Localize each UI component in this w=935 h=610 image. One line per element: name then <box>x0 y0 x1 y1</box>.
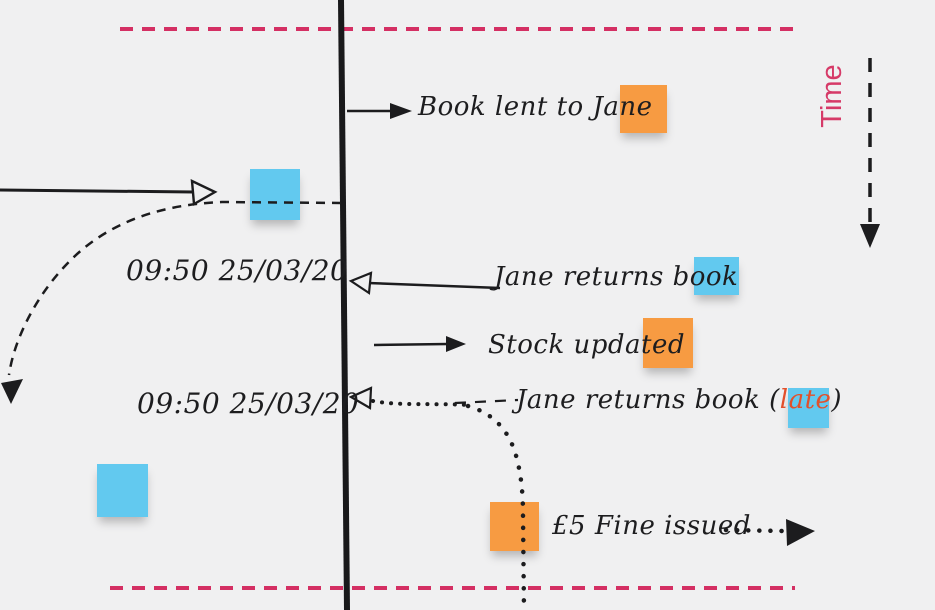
label-stock-updated[interactable]: Stock updated <box>488 330 686 360</box>
arrowhead-icon <box>446 336 466 352</box>
dashed-return-curve[interactable] <box>1 200 342 404</box>
arrow-late-return[interactable] <box>348 386 519 410</box>
lifeline[interactable] <box>338 0 350 610</box>
arrow-stock-updated[interactable] <box>373 336 466 352</box>
arrow-request-return[interactable] <box>0 179 218 206</box>
dotted-fine-curve[interactable] <box>465 403 527 610</box>
sticky-note-late-return[interactable] <box>788 388 829 428</box>
label-book-lent[interactable]: Book lent to Jane <box>418 92 653 122</box>
label-fine-issued[interactable]: £5 Fine issued <box>552 511 751 541</box>
time-axis-arrow[interactable] <box>860 58 880 248</box>
time-arrowhead-icon <box>860 224 880 248</box>
open-arrowhead-icon <box>190 179 218 206</box>
late-word: late <box>779 385 832 415</box>
arrow-jane-returns[interactable] <box>348 271 501 295</box>
arrowhead-icon <box>1 379 23 404</box>
sticky-note-book-lent[interactable] <box>620 85 667 133</box>
time-axis-label[interactable]: Time <box>816 64 848 128</box>
late-paren-open: ( <box>769 385 780 415</box>
timestamp-late-return[interactable]: 09:50 25/03/20 <box>137 387 360 420</box>
sticky-note-stock-updated[interactable] <box>643 318 693 368</box>
sticky-note-request-return[interactable] <box>250 169 300 220</box>
sticky-note-bottom-left[interactable] <box>97 464 148 517</box>
timestamp-return[interactable]: 09:50 25/03/20 <box>126 254 349 287</box>
sticky-note-fine-issued[interactable] <box>490 502 539 551</box>
sticky-note-jane-returns[interactable] <box>694 257 739 295</box>
arrow-fine-issued[interactable] <box>723 519 815 546</box>
arrowhead-icon <box>786 519 815 546</box>
label-jane-returns[interactable]: Jane returns book <box>494 262 739 292</box>
open-arrowhead-icon <box>348 386 373 410</box>
late-paren-close: ) <box>831 385 843 415</box>
open-arrowhead-icon <box>348 271 373 295</box>
label-late-return[interactable]: Jane returns book (late) <box>516 385 842 415</box>
arrow-book-lent[interactable] <box>347 103 412 119</box>
late-return-prefix: Jane returns book <box>516 385 770 415</box>
arrowhead-icon <box>390 103 412 119</box>
